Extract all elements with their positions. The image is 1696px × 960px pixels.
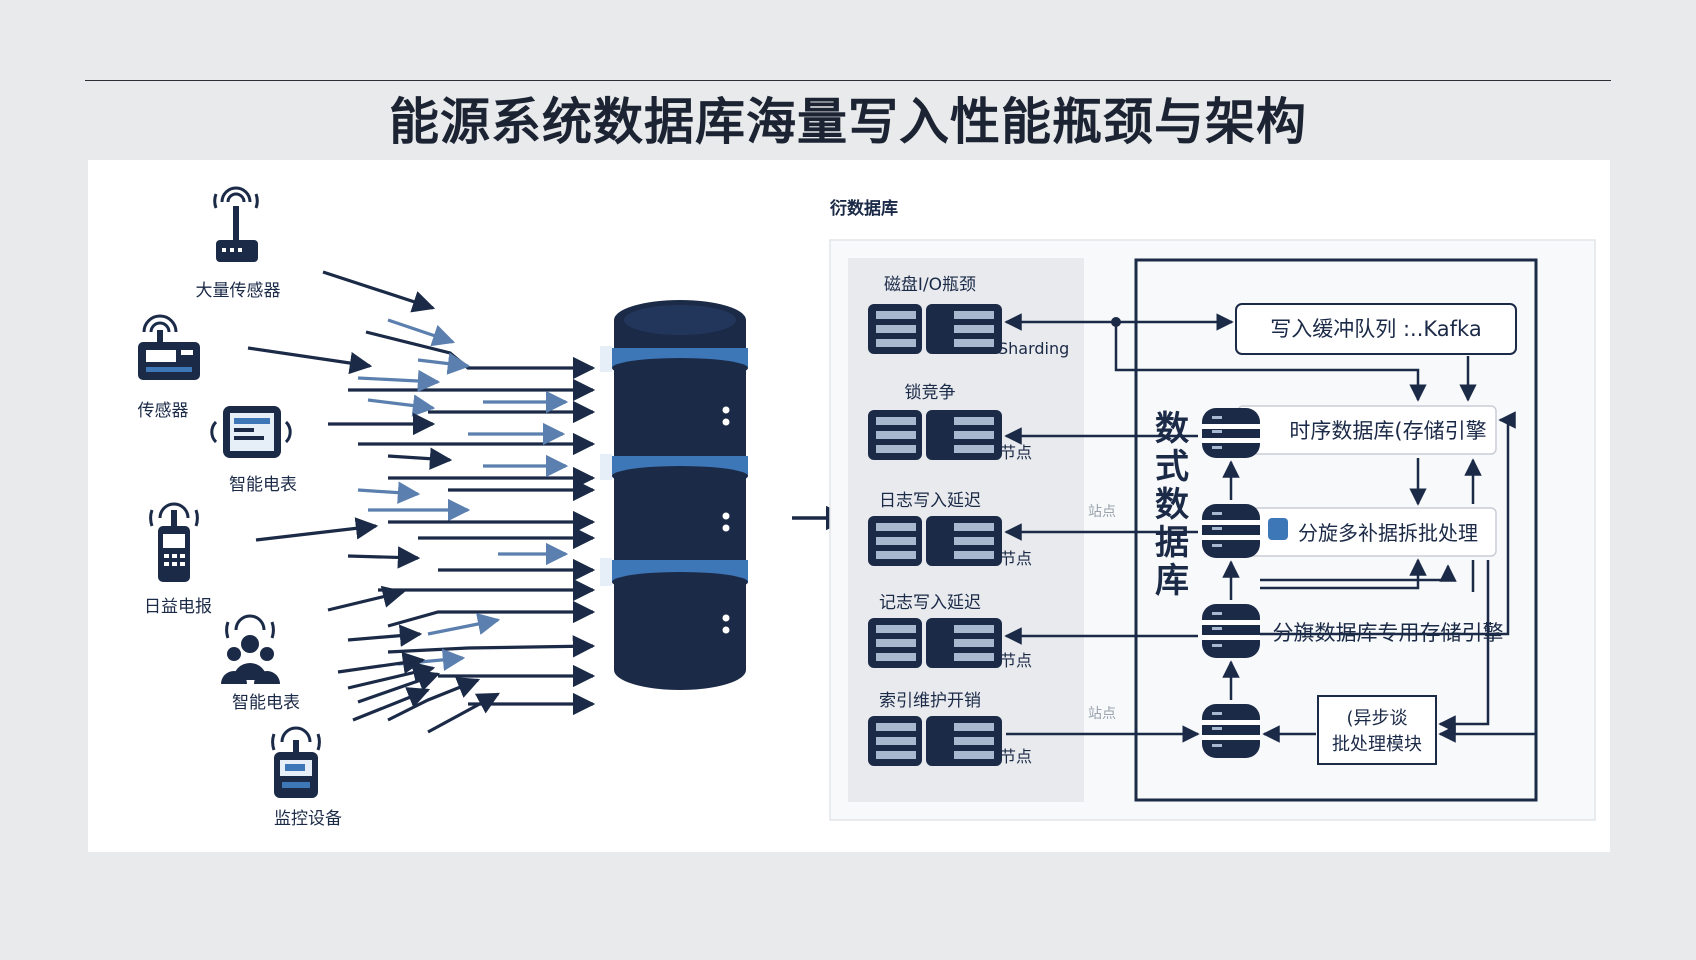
device-smart-meter-2: 智能电表 [221,614,300,713]
bottleneck-label: 日志写入延迟 [879,491,981,511]
module-tsdb: 时序数据库(存储引擎 [1237,405,1497,455]
device-smart-meter-1: 智能电表 [210,406,297,495]
module-write-queue: 写入缓冲队列 :..Kafka [1235,303,1517,355]
module-label: 时序数据库(存储引擎 [1289,419,1486,443]
bottleneck-index: 索引维护开销 节点 [868,691,1032,766]
device-monitor: 监控设备 [271,726,342,829]
stack-icon [1202,604,1260,658]
server-icon [868,618,1002,668]
page-title: 能源系统数据库海量写入性能瓶颈与架构 [389,93,1307,151]
module-label: 分旋多补据拆批处理 [1298,521,1478,545]
db-section-label: 衍数据库 [830,198,898,219]
bottleneck-side-label: 节点 [1000,651,1032,670]
device-label: 监控设备 [274,809,342,829]
handheld-icon [149,502,199,582]
module-label: (异步谈批处理模块 [1332,708,1422,755]
device-sensor: 传感器 [138,314,200,421]
monitor-device-icon [271,726,321,798]
sensor-icon [138,314,200,380]
users-icon [221,614,280,684]
server-icon [868,410,1002,460]
ingest-arrows [247,270,596,734]
top-rule [85,80,1611,81]
bottleneck-label: 锁竞争 [905,383,956,403]
device-sensors-large: 大量传感器 [196,186,281,301]
bottleneck-side-label: 节点 [1000,549,1032,568]
distributed-db-label: 数式数据库 [1155,409,1191,601]
stack-icon [1202,704,1260,758]
connector-arrows [1004,313,1536,743]
stack-icon [1202,504,1260,558]
distributed-db-frame [1134,258,1538,802]
device-label: 智能电表 [229,475,297,495]
bottleneck-log-latency: 日志写入延迟 节点 [868,491,1032,568]
bottleneck-side-label: Sharding [998,339,1069,358]
diagram-canvas: 大量传感器 传感器 智能电表 [138,186,1596,829]
server-icon [868,716,1002,766]
device-label: 日益电报 [144,597,212,617]
stack-icon [1202,408,1260,458]
device-label: 传感器 [138,401,189,421]
module-batch: 分旋多补据拆批处理 [1237,507,1497,557]
bottleneck-disk-io: 磁盘I/O瓶颈 Sharding [868,275,1069,358]
central-database-icon [600,300,748,690]
bottleneck-side-label: 节点 [1000,443,1032,462]
device-label: 智能电表 [232,693,300,713]
device-reporter: 日益电报 [144,502,212,617]
bottleneck-lock: 锁竞争 节点 [868,383,1032,462]
bottleneck-log-latency-2: 记志写入延迟 节点 [868,593,1032,670]
router-icon [213,186,259,262]
tablet-icon [210,406,292,458]
device-label: 大量传感器 [196,281,281,301]
server-icon [868,304,1002,354]
architecture-diagram: 大量传感器 传感器 智能电表 [88,160,1610,852]
bottleneck-label: 索引维护开销 [879,691,981,711]
bottleneck-label: 磁盘I/O瓶颈 [884,275,976,295]
module-async: (异步谈批处理模块 [1317,695,1437,765]
faint-label: 站点 [1088,706,1116,722]
bottleneck-side-label: 节点 [1000,747,1032,766]
database-mini-icon [1268,518,1288,540]
faint-label: 站点 [1088,504,1116,520]
bottleneck-label: 记志写入延迟 [879,593,981,613]
module-label: 写入缓冲队列 :..Kafka [1270,317,1481,341]
server-icon [868,516,1002,566]
